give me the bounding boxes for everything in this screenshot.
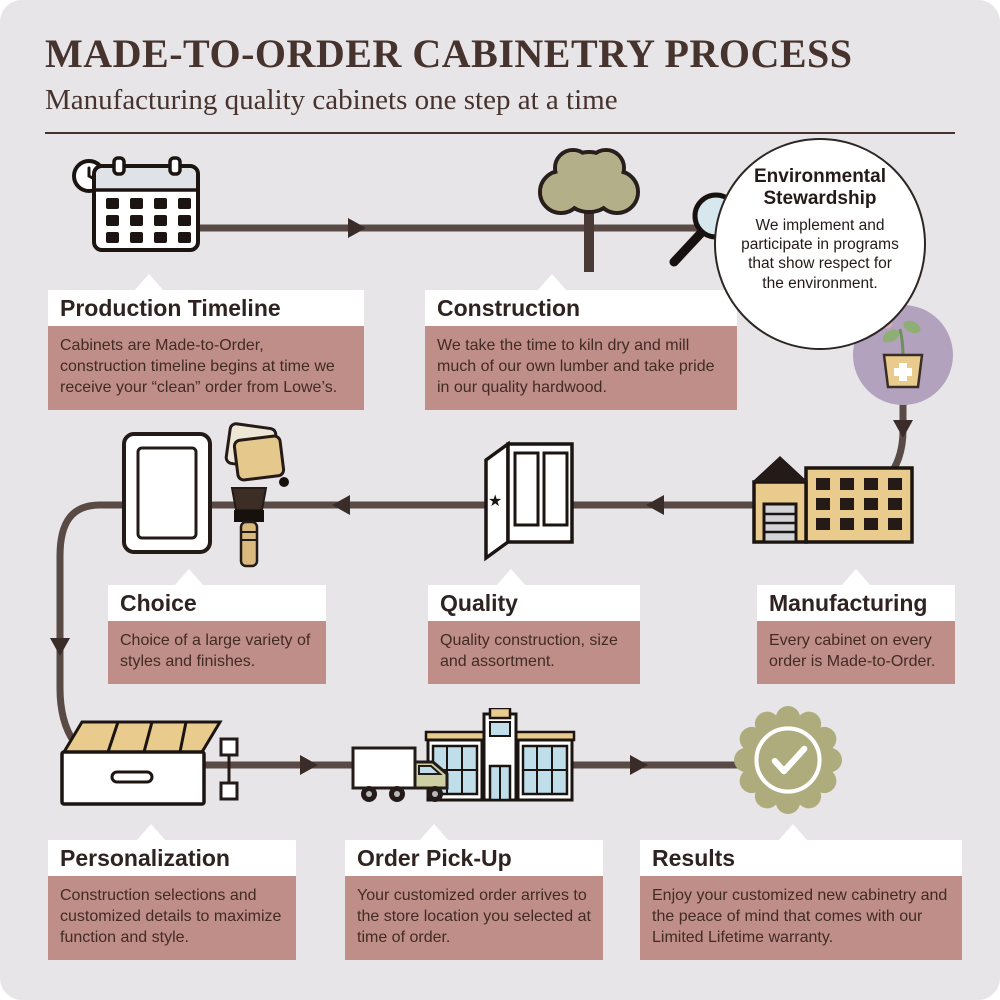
environmental-stewardship-bubble: Environmental Stewardship We implement a…: [714, 138, 926, 350]
step-quality: Quality Quality construction, size and a…: [428, 569, 640, 685]
step-title: Quality: [428, 585, 640, 621]
step-title: Choice: [108, 585, 326, 621]
page-title: MADE-TO-ORDER CABINETRY PROCESS: [45, 31, 853, 76]
step-description: We take the time to kiln dry and mill mu…: [425, 326, 737, 411]
arrow-down-icon: [893, 420, 913, 438]
step-title: Production Timeline: [48, 290, 364, 326]
arrow-right-icon: [348, 218, 366, 238]
step-construction: Construction We take the time to kiln dr…: [425, 274, 737, 411]
bubble-description: We implement and participate in programs…: [741, 216, 899, 292]
step-title: Order Pick-Up: [345, 840, 603, 876]
step-description: Choice of a large variety of styles and …: [108, 621, 326, 685]
step-title: Personalization: [48, 840, 296, 876]
check-badge-icon: [732, 704, 844, 816]
hinge-icon: [213, 733, 245, 805]
step-description: Enjoy your customized new cabinetry and …: [640, 876, 962, 961]
step-results: Results Enjoy your customized new cabine…: [640, 824, 962, 961]
callout-pointer: [537, 274, 567, 291]
callout-pointer: [496, 569, 526, 586]
callout-pointer: [841, 569, 871, 586]
step-description: Your customized order arrives to the sto…: [345, 876, 603, 961]
step-description: Construction selections and customized d…: [48, 876, 296, 961]
step-choice: Choice Choice of a large variety of styl…: [108, 569, 326, 685]
step-title: Results: [640, 840, 962, 876]
callout-pointer: [174, 569, 204, 586]
arrow-right-icon: [630, 755, 648, 775]
star-icon: ★: [488, 493, 502, 510]
step-description: Cabinets are Made-to-Order, construction…: [48, 326, 364, 411]
tree-icon: [528, 146, 650, 274]
step-description: Every cabinet on every order is Made-to-…: [757, 621, 955, 685]
calendar-icon: [70, 156, 202, 256]
step-personalization: Personalization Construction selections …: [48, 824, 296, 961]
arrow-left-icon: [332, 495, 350, 515]
step-manufacturing: Manufacturing Every cabinet on every ord…: [757, 569, 955, 685]
callout-pointer: [134, 274, 164, 291]
door-swatches-brush-icon: [116, 420, 306, 572]
step-production-timeline: Production Timeline Cabinets are Made-to…: [48, 274, 364, 411]
arrow-down-icon: [50, 638, 70, 656]
step-title: Construction: [425, 290, 737, 326]
callout-pointer: [419, 824, 449, 841]
callout-pointer: [136, 824, 166, 841]
step-order-pickup: Order Pick-Up Your customized order arri…: [345, 824, 603, 961]
header-divider: [45, 132, 955, 134]
truck-icon: [349, 740, 461, 808]
arrow-right-icon: [300, 755, 318, 775]
step-title: Manufacturing: [757, 585, 955, 621]
cabinet-icon: ★: [474, 430, 586, 562]
store-icon: [424, 708, 576, 808]
arrow-left-icon: [646, 495, 664, 515]
callout-pointer: [778, 824, 808, 841]
factory-icon: [748, 444, 918, 546]
bubble-title: Environmental Stewardship: [754, 166, 886, 209]
page-subtitle: Manufacturing quality cabinets one step …: [45, 84, 618, 116]
drawer-icon: [50, 710, 225, 812]
step-description: Quality construction, size and assortmen…: [428, 621, 640, 685]
